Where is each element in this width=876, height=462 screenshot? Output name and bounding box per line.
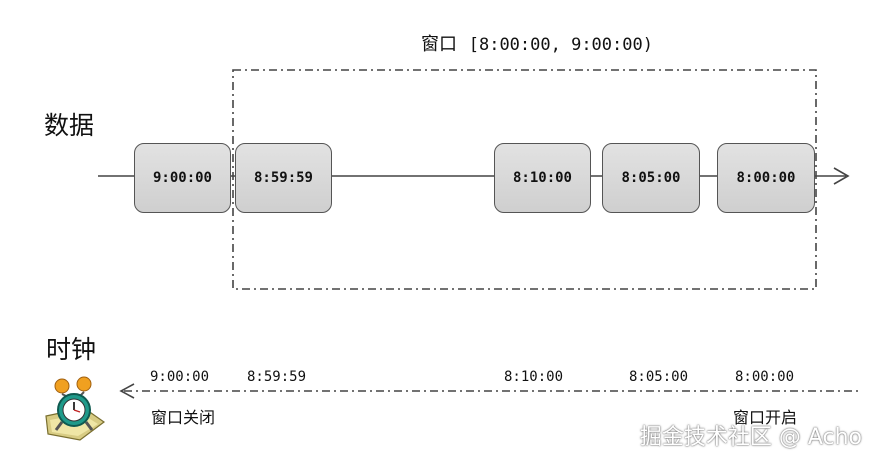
clock-time-5: 8:00:00 — [735, 369, 795, 385]
window-title: 窗口 [8:00:00, 9:00:00) — [421, 30, 653, 56]
clock-time-3: 8:10:00 — [504, 369, 564, 385]
event-box-2: 8:59:59 — [235, 143, 332, 213]
alarm-clock-icon — [45, 376, 106, 441]
event-box-4: 8:05:00 — [602, 143, 700, 213]
event-box-1: 9:00:00 — [134, 143, 231, 213]
window-close-label: 窗口关闭 — [151, 408, 216, 427]
window-frame — [232, 69, 817, 290]
window-open-label: 窗口开启 — [733, 408, 798, 427]
clock-time-1: 9:00:00 — [150, 369, 210, 385]
data-timeline-arrowhead — [833, 167, 850, 185]
clock-row-label: 时钟 — [46, 335, 97, 364]
data-row-label: 数据 — [44, 111, 95, 140]
window-title-range: [8:00:00, 9:00:00) — [468, 35, 653, 55]
clock-time-2: 8:59:59 — [247, 369, 307, 385]
event-box-3: 8:10:00 — [494, 143, 591, 213]
event-box-5: 8:00:00 — [717, 143, 815, 213]
watermark: 掘金技术社区 @ Acho — [639, 425, 862, 450]
clock-timeline-arrowhead — [119, 383, 135, 399]
clock-time-4: 8:05:00 — [629, 369, 689, 385]
window-title-label: 窗口 — [421, 34, 457, 55]
